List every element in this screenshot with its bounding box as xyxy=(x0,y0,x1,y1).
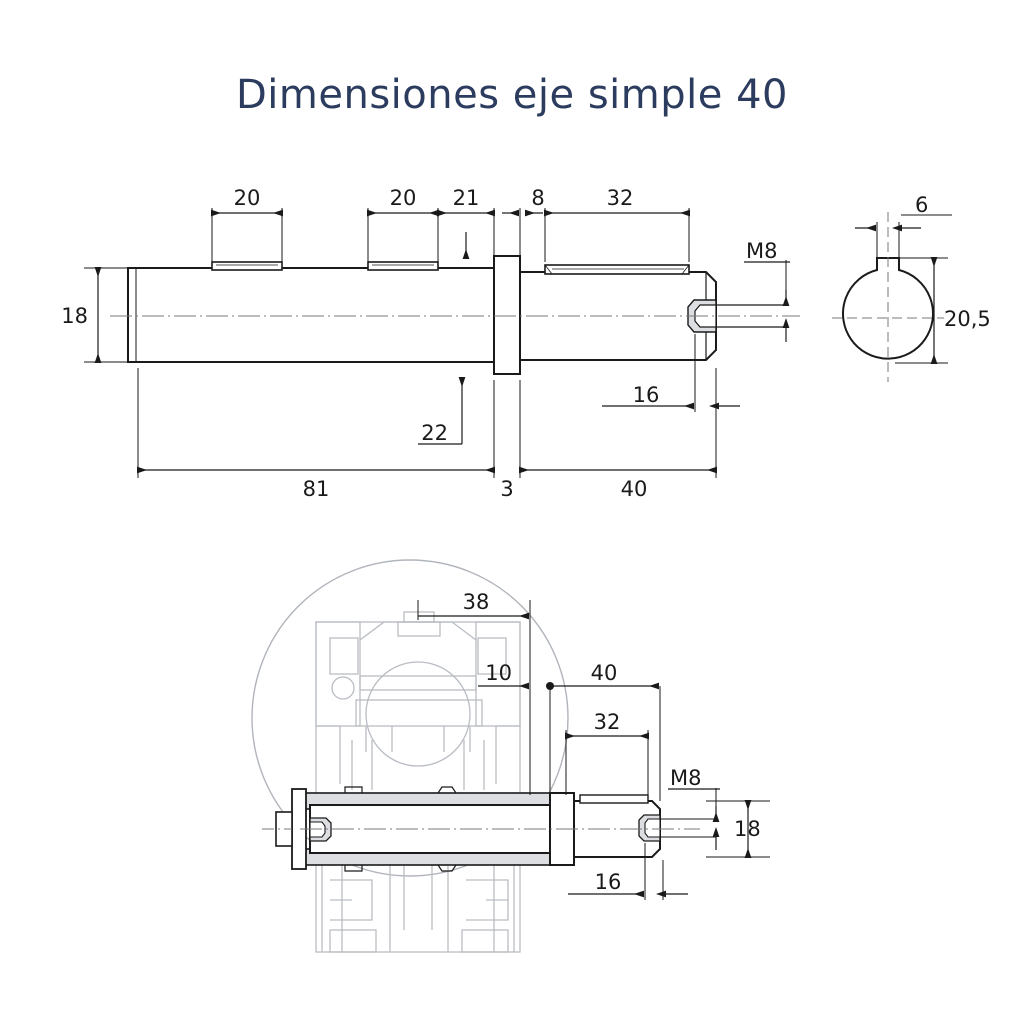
keyway-slot-1 xyxy=(211,261,283,271)
dim-section-height: 20,5 xyxy=(895,257,991,364)
assembly-m8-hole xyxy=(638,814,716,842)
detail-circle xyxy=(251,559,569,877)
dim-label: 20 xyxy=(390,186,417,210)
dim-label: 16 xyxy=(633,383,660,407)
dim-label: 32 xyxy=(607,186,634,210)
dim-label: 21 xyxy=(453,186,480,210)
dim-collar-width: 3 xyxy=(500,380,521,501)
dim-label: 22 xyxy=(421,421,448,445)
dim-shaft-length-left: 81 xyxy=(137,368,495,501)
dim-shaft-length-right: 40 xyxy=(519,368,717,501)
dim-label: M8 xyxy=(670,766,701,790)
dim-keyway3-length: 32 xyxy=(544,186,690,262)
dim-label: 40 xyxy=(591,661,618,685)
dim-label: 32 xyxy=(594,710,621,734)
upper-bottom-dimension-group: 22 81 3 40 xyxy=(137,334,740,501)
keyway-slot-2 xyxy=(367,261,439,271)
dim-label: 38 xyxy=(463,590,490,614)
dim-collar-diameter: 22 xyxy=(418,377,466,445)
dim-assembly-38: 38 xyxy=(417,590,531,795)
dim-shaft-diameter: 18 xyxy=(61,267,160,363)
gearbox-ghost-outline xyxy=(315,611,521,953)
dim-keyway1-length: 20 xyxy=(211,186,283,262)
dim-assembly-18: 18 xyxy=(706,800,770,858)
upper-top-dimension-group: 20 20 21 8 xyxy=(211,186,690,262)
dim-assembly-16: 16 xyxy=(568,843,688,900)
dim-label: 18 xyxy=(734,817,761,841)
dim-assembly-10: 10 xyxy=(478,661,529,690)
dim-label: 10 xyxy=(485,661,512,685)
lower-assembly-view xyxy=(251,559,716,953)
shaft-collar xyxy=(493,255,521,375)
dim-keyway2-length: 20 xyxy=(367,186,439,262)
dim-label: 8 xyxy=(531,186,544,210)
dim-assembly-40: 40 xyxy=(546,661,661,801)
dim-label: 16 xyxy=(595,870,622,894)
dim-label: 18 xyxy=(61,304,88,328)
dim-label: 6 xyxy=(915,193,928,217)
dim-label: 20 xyxy=(234,186,261,210)
dim-keyway-width: 6 xyxy=(855,193,952,258)
upper-shaft-side-view xyxy=(110,255,800,375)
assembly-dimension-group: 38 10 40 32 xyxy=(417,590,770,900)
shaft-cross-section: 6 20,5 xyxy=(832,193,991,382)
dim-label: M8 xyxy=(746,239,777,263)
dim-collar-to-keyway3: 8 xyxy=(502,186,546,262)
page-title: Dimensiones eje simple 40 xyxy=(236,72,788,118)
dim-assembly-32: 32 xyxy=(565,710,649,795)
dim-label: 20,5 xyxy=(944,307,991,331)
dim-label: 40 xyxy=(621,477,648,501)
dim-thread-depth: 16 xyxy=(602,334,740,412)
keyway-slot-3 xyxy=(544,264,690,275)
dim-assembly-m8: M8 xyxy=(668,766,720,850)
dim-label: 81 xyxy=(303,477,330,501)
dim-label: 3 xyxy=(500,477,513,501)
dim-thread-m8: M8 xyxy=(744,239,790,342)
shaft-body-left xyxy=(127,267,497,363)
dim-keyway2-to-collar: 21 xyxy=(437,186,495,256)
assembly-keyway xyxy=(579,794,649,804)
